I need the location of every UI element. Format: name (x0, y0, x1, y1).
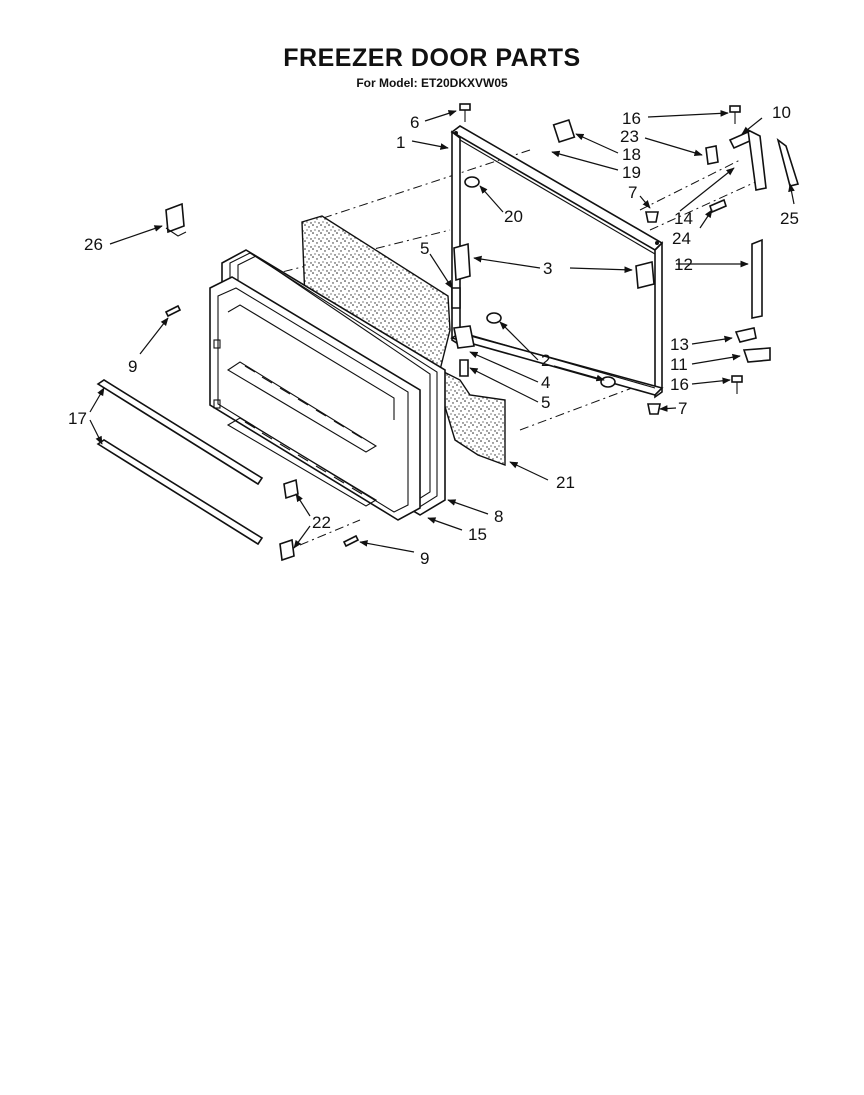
callout-15: 15 (468, 525, 487, 544)
callout-1: 1 (396, 133, 405, 152)
callout-9-left: 9 (128, 357, 137, 376)
callout-7-upper: 7 (628, 183, 637, 202)
callout-12: 12 (674, 255, 693, 274)
liner-shelf-lower (226, 417, 378, 507)
callout-2: 2 (541, 351, 550, 370)
callout-16-lower: 16 (670, 375, 689, 394)
callout-11: 11 (670, 355, 688, 374)
callout-6: 6 (410, 113, 419, 132)
leader-lines (89, 110, 795, 553)
plug-20 (464, 176, 480, 188)
callout-21: 21 (556, 473, 575, 492)
callout-22: 22 (312, 513, 331, 532)
callout-10: 10 (772, 103, 791, 122)
callout-25: 25 (780, 209, 799, 228)
callout-18: 18 (622, 145, 641, 164)
callout-8: 8 (494, 507, 503, 526)
callout-16-upper: 16 (622, 109, 641, 128)
rail-end-caps (279, 478, 299, 562)
bracket-26 (165, 202, 187, 237)
callout-13: 13 (670, 335, 689, 354)
callout-3: 3 (543, 259, 552, 278)
screws-9 (164, 304, 360, 548)
hinge-assembly (451, 105, 800, 415)
callout-19: 19 (622, 163, 641, 182)
screw-6 (459, 103, 471, 122)
callout-17: 17 (68, 409, 87, 428)
callout-14: 14 (674, 209, 693, 228)
liner-shelf-upper (226, 361, 378, 453)
callout-5-lower: 5 (541, 393, 550, 412)
callout-7-lower: 7 (678, 399, 687, 418)
callout-20: 20 (504, 207, 523, 226)
callout-23: 23 (620, 127, 639, 146)
callout-24: 24 (672, 229, 691, 248)
callout-5-upper: 5 (420, 239, 429, 258)
callout-9-bottom: 9 (420, 549, 429, 568)
callout-4: 4 (541, 373, 550, 392)
page-title: FREEZER DOOR PARTS (283, 44, 581, 72)
door-liner (209, 276, 421, 521)
callout-26: 26 (84, 235, 103, 254)
model-subtitle: For Model: ET20DKXVW05 (356, 76, 508, 90)
callout-labels: 1 2 3 4 5 5 6 7 7 8 9 9 10 11 12 13 14 1… (68, 103, 799, 568)
